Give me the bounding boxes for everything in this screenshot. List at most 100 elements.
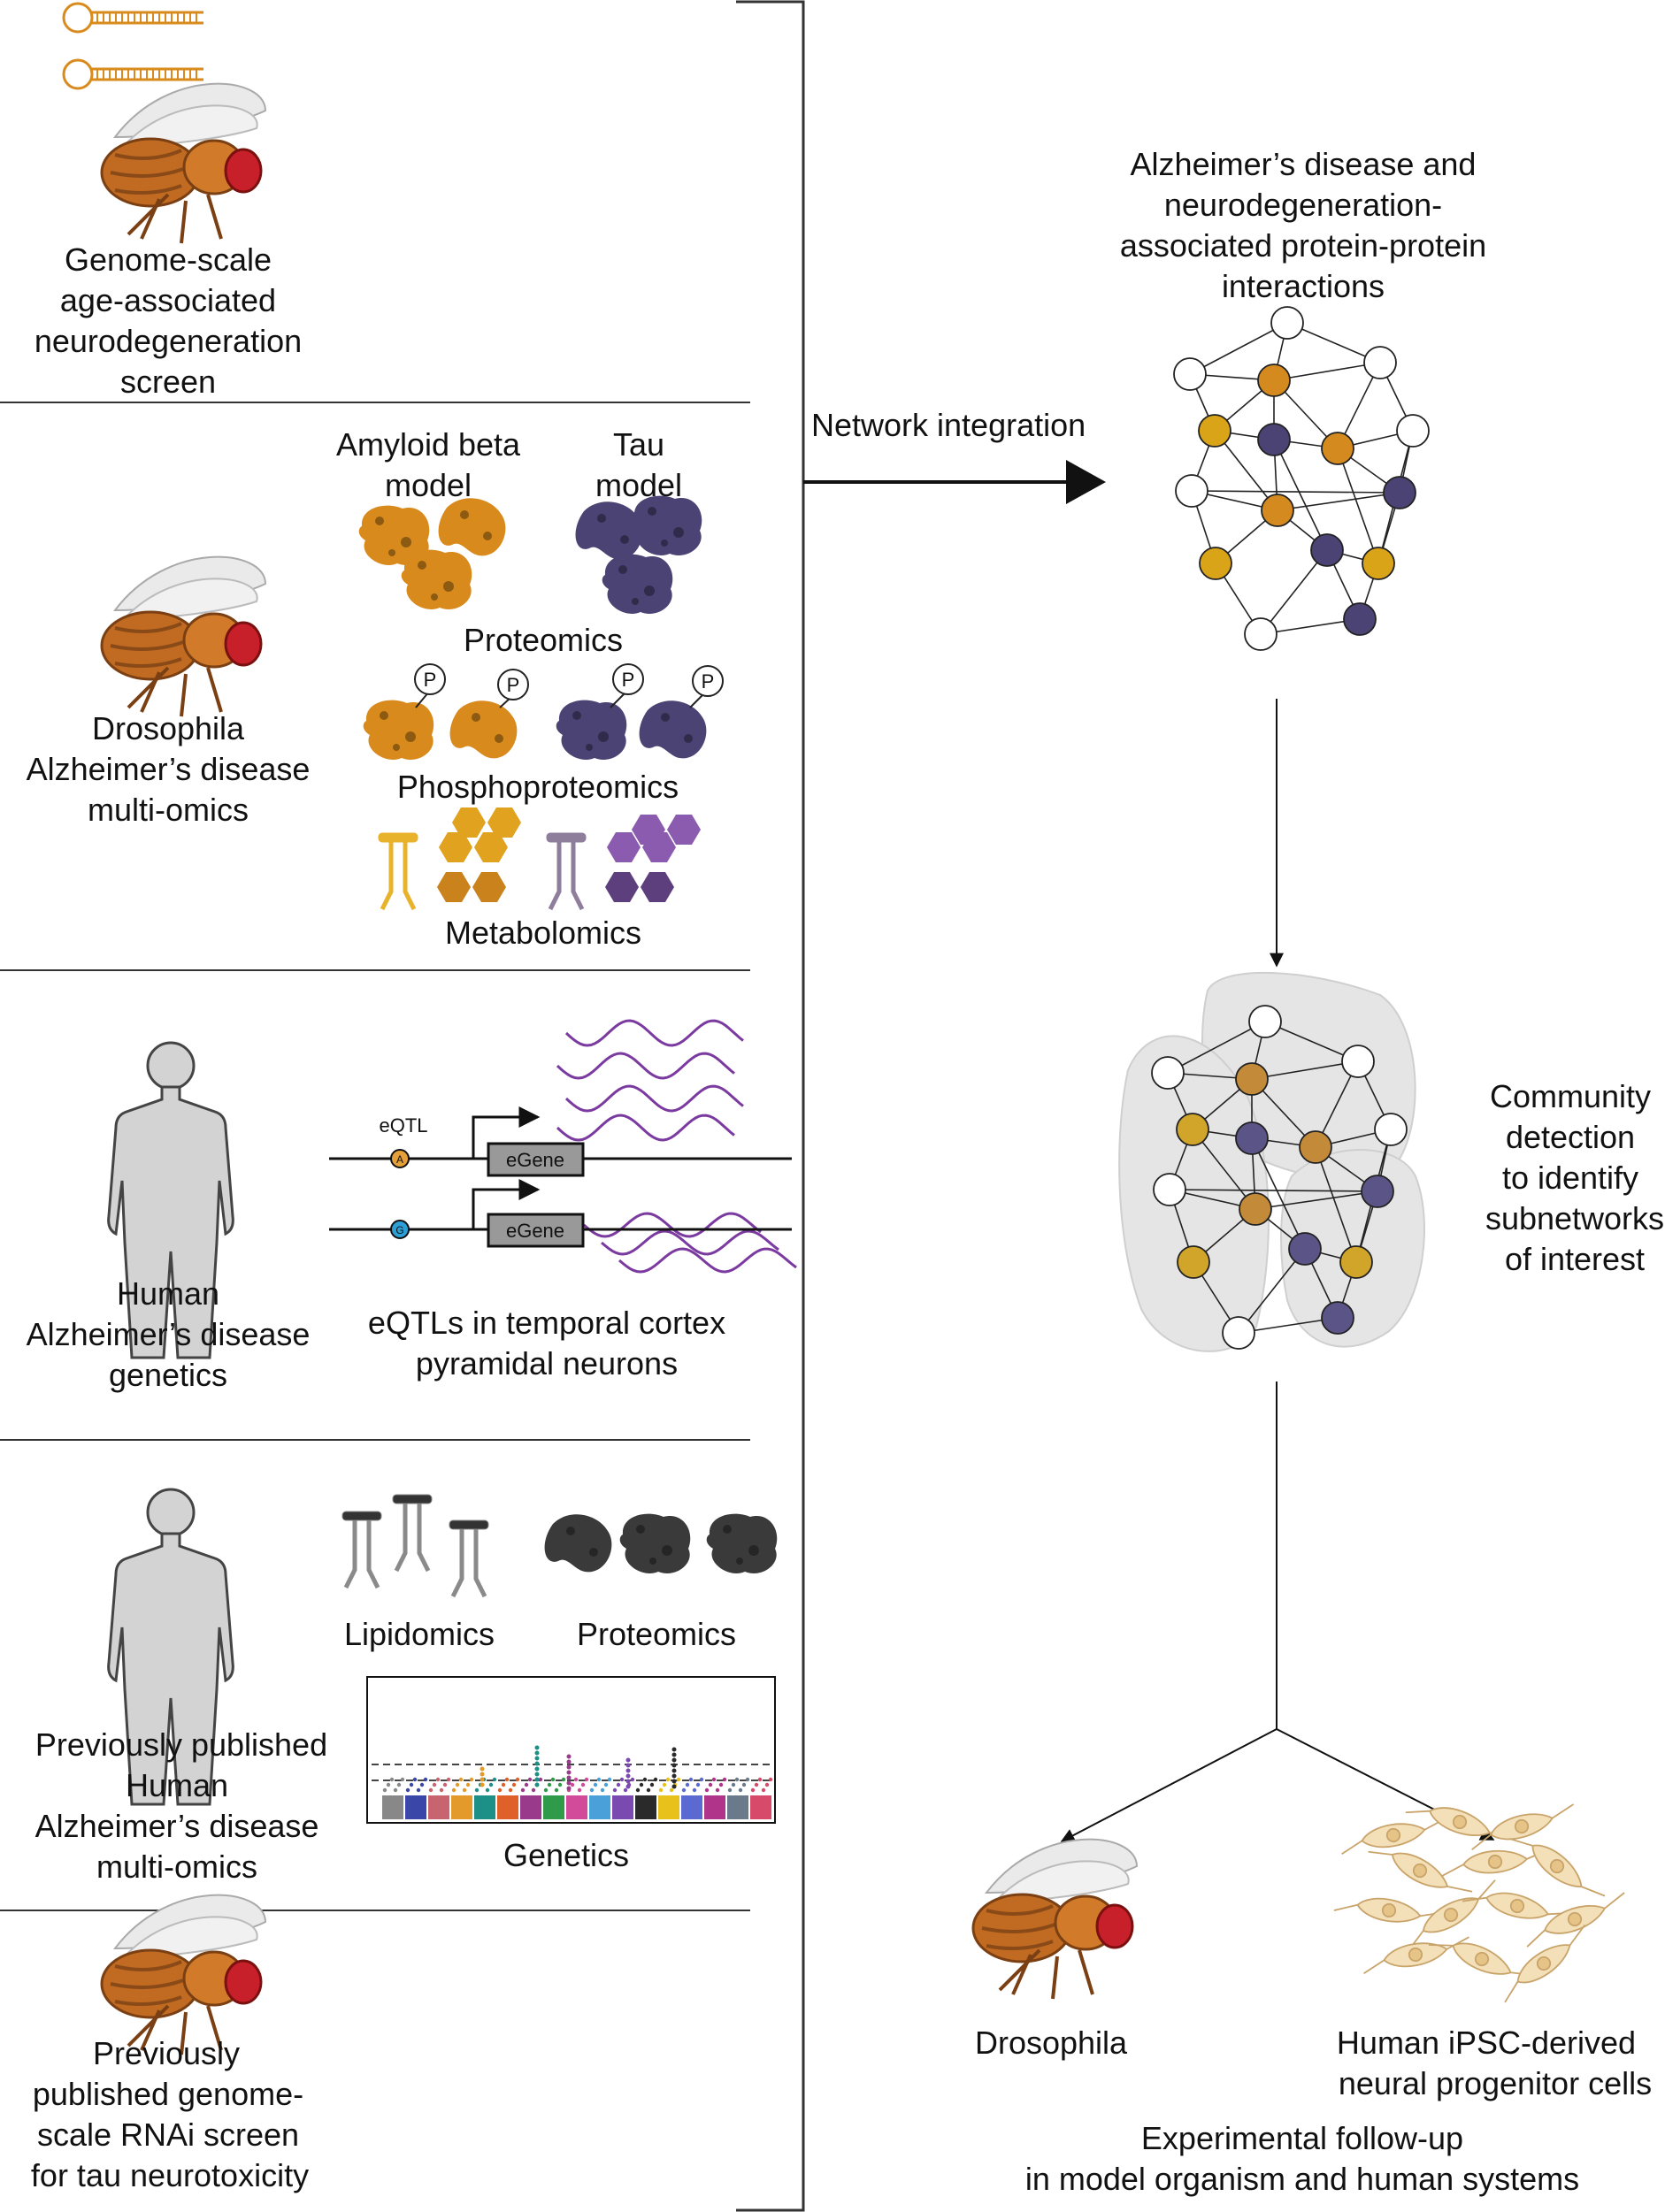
manhattan-dot: [649, 1782, 655, 1787]
phosphate-marker-label: P: [622, 669, 635, 691]
manhattan-dot: [625, 1768, 631, 1773]
amyloid-model-label-line-1: Amyloid beta: [336, 426, 521, 463]
network-node-white: [1396, 414, 1430, 448]
genetics-label: Genetics: [503, 1837, 629, 1873]
human-genetics-label-line-2: Alzheimer’s disease: [27, 1316, 311, 1352]
manhattan-dot: [623, 1787, 628, 1793]
integration-bracket: [736, 0, 805, 2212]
panel-tau-screen: Previously published genome- scale RNAi …: [31, 1893, 309, 2193]
manhattan-dot: [520, 1787, 526, 1793]
allele-g-marker: [390, 1220, 410, 1239]
tau-screen-label-line-4: for tau neurotoxicity: [31, 2157, 309, 2193]
manhattan-dot: [570, 1782, 575, 1787]
network-node-purple: [1321, 1301, 1354, 1335]
manhattan-bar: [635, 1795, 656, 1819]
manhattan-dot: [761, 1787, 766, 1793]
manhattan-dot: [625, 1757, 631, 1763]
network-edge: [1315, 1146, 1357, 1263]
manhattan-dot: [688, 1777, 694, 1782]
allele-a-label: A: [396, 1153, 403, 1166]
manhattan-dot: [704, 1787, 710, 1793]
manhattan-dot: [676, 1777, 681, 1782]
egene-box-lower: [487, 1213, 585, 1248]
transcript-wave: [601, 1229, 779, 1256]
manhattan-dot: [566, 1754, 572, 1759]
phosphoproteomics-label: Phosphoproteomics: [397, 769, 679, 805]
transcript-wave: [564, 1019, 744, 1047]
manhattan-dot: [419, 1782, 425, 1787]
lipid-icon: [342, 1512, 381, 1588]
protein-icon: [706, 1513, 778, 1573]
published-omics-label-line-2: Human: [126, 1767, 228, 1803]
metabolite-hexagons-tau: [605, 815, 701, 902]
manhattan-dot: [561, 1777, 566, 1782]
manhattan-dot: [603, 1782, 609, 1787]
ipsc-label-line-2: neural progenitor cells: [1339, 2065, 1652, 2101]
manhattan-dot: [665, 1777, 671, 1782]
manhattan-dot: [738, 1787, 743, 1793]
community-label-line-4: subnetworks: [1485, 1200, 1664, 1236]
manhattan-dot: [393, 1787, 398, 1793]
tau-screen-label-line-1: Previously: [93, 2035, 240, 2071]
manhattan-dot: [469, 1777, 474, 1782]
manhattan-bar: [750, 1795, 771, 1819]
tau-protein-icons: [575, 495, 702, 614]
manhattan-bar: [612, 1795, 633, 1819]
egene-box-upper: [487, 1142, 585, 1177]
transcript-wave: [564, 1084, 744, 1113]
network-edge: [1286, 322, 1381, 364]
neural-cell-icon: [1337, 1814, 1452, 1856]
community-label-line-1: Community: [1490, 1078, 1651, 1114]
manhattan-dot: [534, 1745, 540, 1750]
transcript-wave: [556, 1052, 735, 1080]
network-node-purple: [1383, 476, 1416, 509]
manhattan-dot: [681, 1787, 687, 1793]
manhattan-dot: [671, 1763, 677, 1768]
manhattan-bar: [727, 1795, 748, 1819]
network-title-line-2: neurodegeneration-: [1164, 187, 1442, 223]
human-genetics-label-line-1: Human: [117, 1275, 219, 1312]
manhattan-dot: [386, 1782, 391, 1787]
manhattan-bar: [451, 1795, 472, 1819]
manhattan-dot: [547, 1782, 552, 1787]
lipid-icon: [379, 833, 418, 909]
rnai-screen-label-line-2: age-associated: [60, 282, 276, 318]
panel-rnai-screen: Genome-scale age-associated neurodegener…: [35, 2, 302, 400]
metabolite-hexagon-icon: [605, 872, 674, 902]
tau-protein-icon: [575, 501, 643, 560]
neural-progenitor-cells-icon: [1332, 1792, 1632, 2004]
tau-screen-label-line-2: published genome-: [33, 2076, 303, 2112]
shrna-rungs: [96, 12, 197, 80]
manhattan-dot: [646, 1787, 651, 1793]
rnai-screen-label-line-3: neurodegeneration: [35, 323, 302, 359]
manhattan-dot: [423, 1777, 428, 1782]
network-node-white: [1153, 1173, 1186, 1206]
manhattan-bar: [405, 1795, 426, 1819]
manhattan-bar: [589, 1795, 610, 1819]
community-network: [1151, 1005, 1408, 1350]
phospho-amyloid-icon: [449, 700, 518, 759]
egene-label-upper: eGene: [506, 1149, 564, 1171]
protein-icon: [544, 1514, 612, 1573]
phosphate-markers: [414, 663, 724, 708]
manhattan-dot: [607, 1777, 612, 1782]
community-label-line-2: detection: [1506, 1119, 1635, 1155]
network-edge: [1273, 439, 1328, 551]
integration-arrow-head: [1066, 460, 1106, 504]
manhattan-dot: [695, 1782, 701, 1787]
tau-screen-label-line-3: scale RNAi screen: [37, 2116, 299, 2153]
lipid-icons: [342, 1495, 488, 1596]
manhattan-dot: [750, 1787, 756, 1793]
manhattan-dot: [671, 1747, 677, 1752]
manhattan-dot: [573, 1777, 579, 1782]
manhattan-dot: [566, 1780, 572, 1786]
network-title-line-1: Alzheimer’s disease and: [1131, 146, 1477, 182]
manhattan-dot: [409, 1782, 414, 1787]
neural-cell-icon: [1404, 1792, 1517, 1852]
network-node-white: [1222, 1316, 1255, 1350]
manhattan-dot: [593, 1782, 598, 1787]
promoter-arrow-upper: [472, 1106, 541, 1159]
manhattan-dot: [400, 1777, 405, 1782]
proteomics-label: Proteomics: [464, 622, 623, 658]
network-node-white: [1244, 617, 1278, 651]
